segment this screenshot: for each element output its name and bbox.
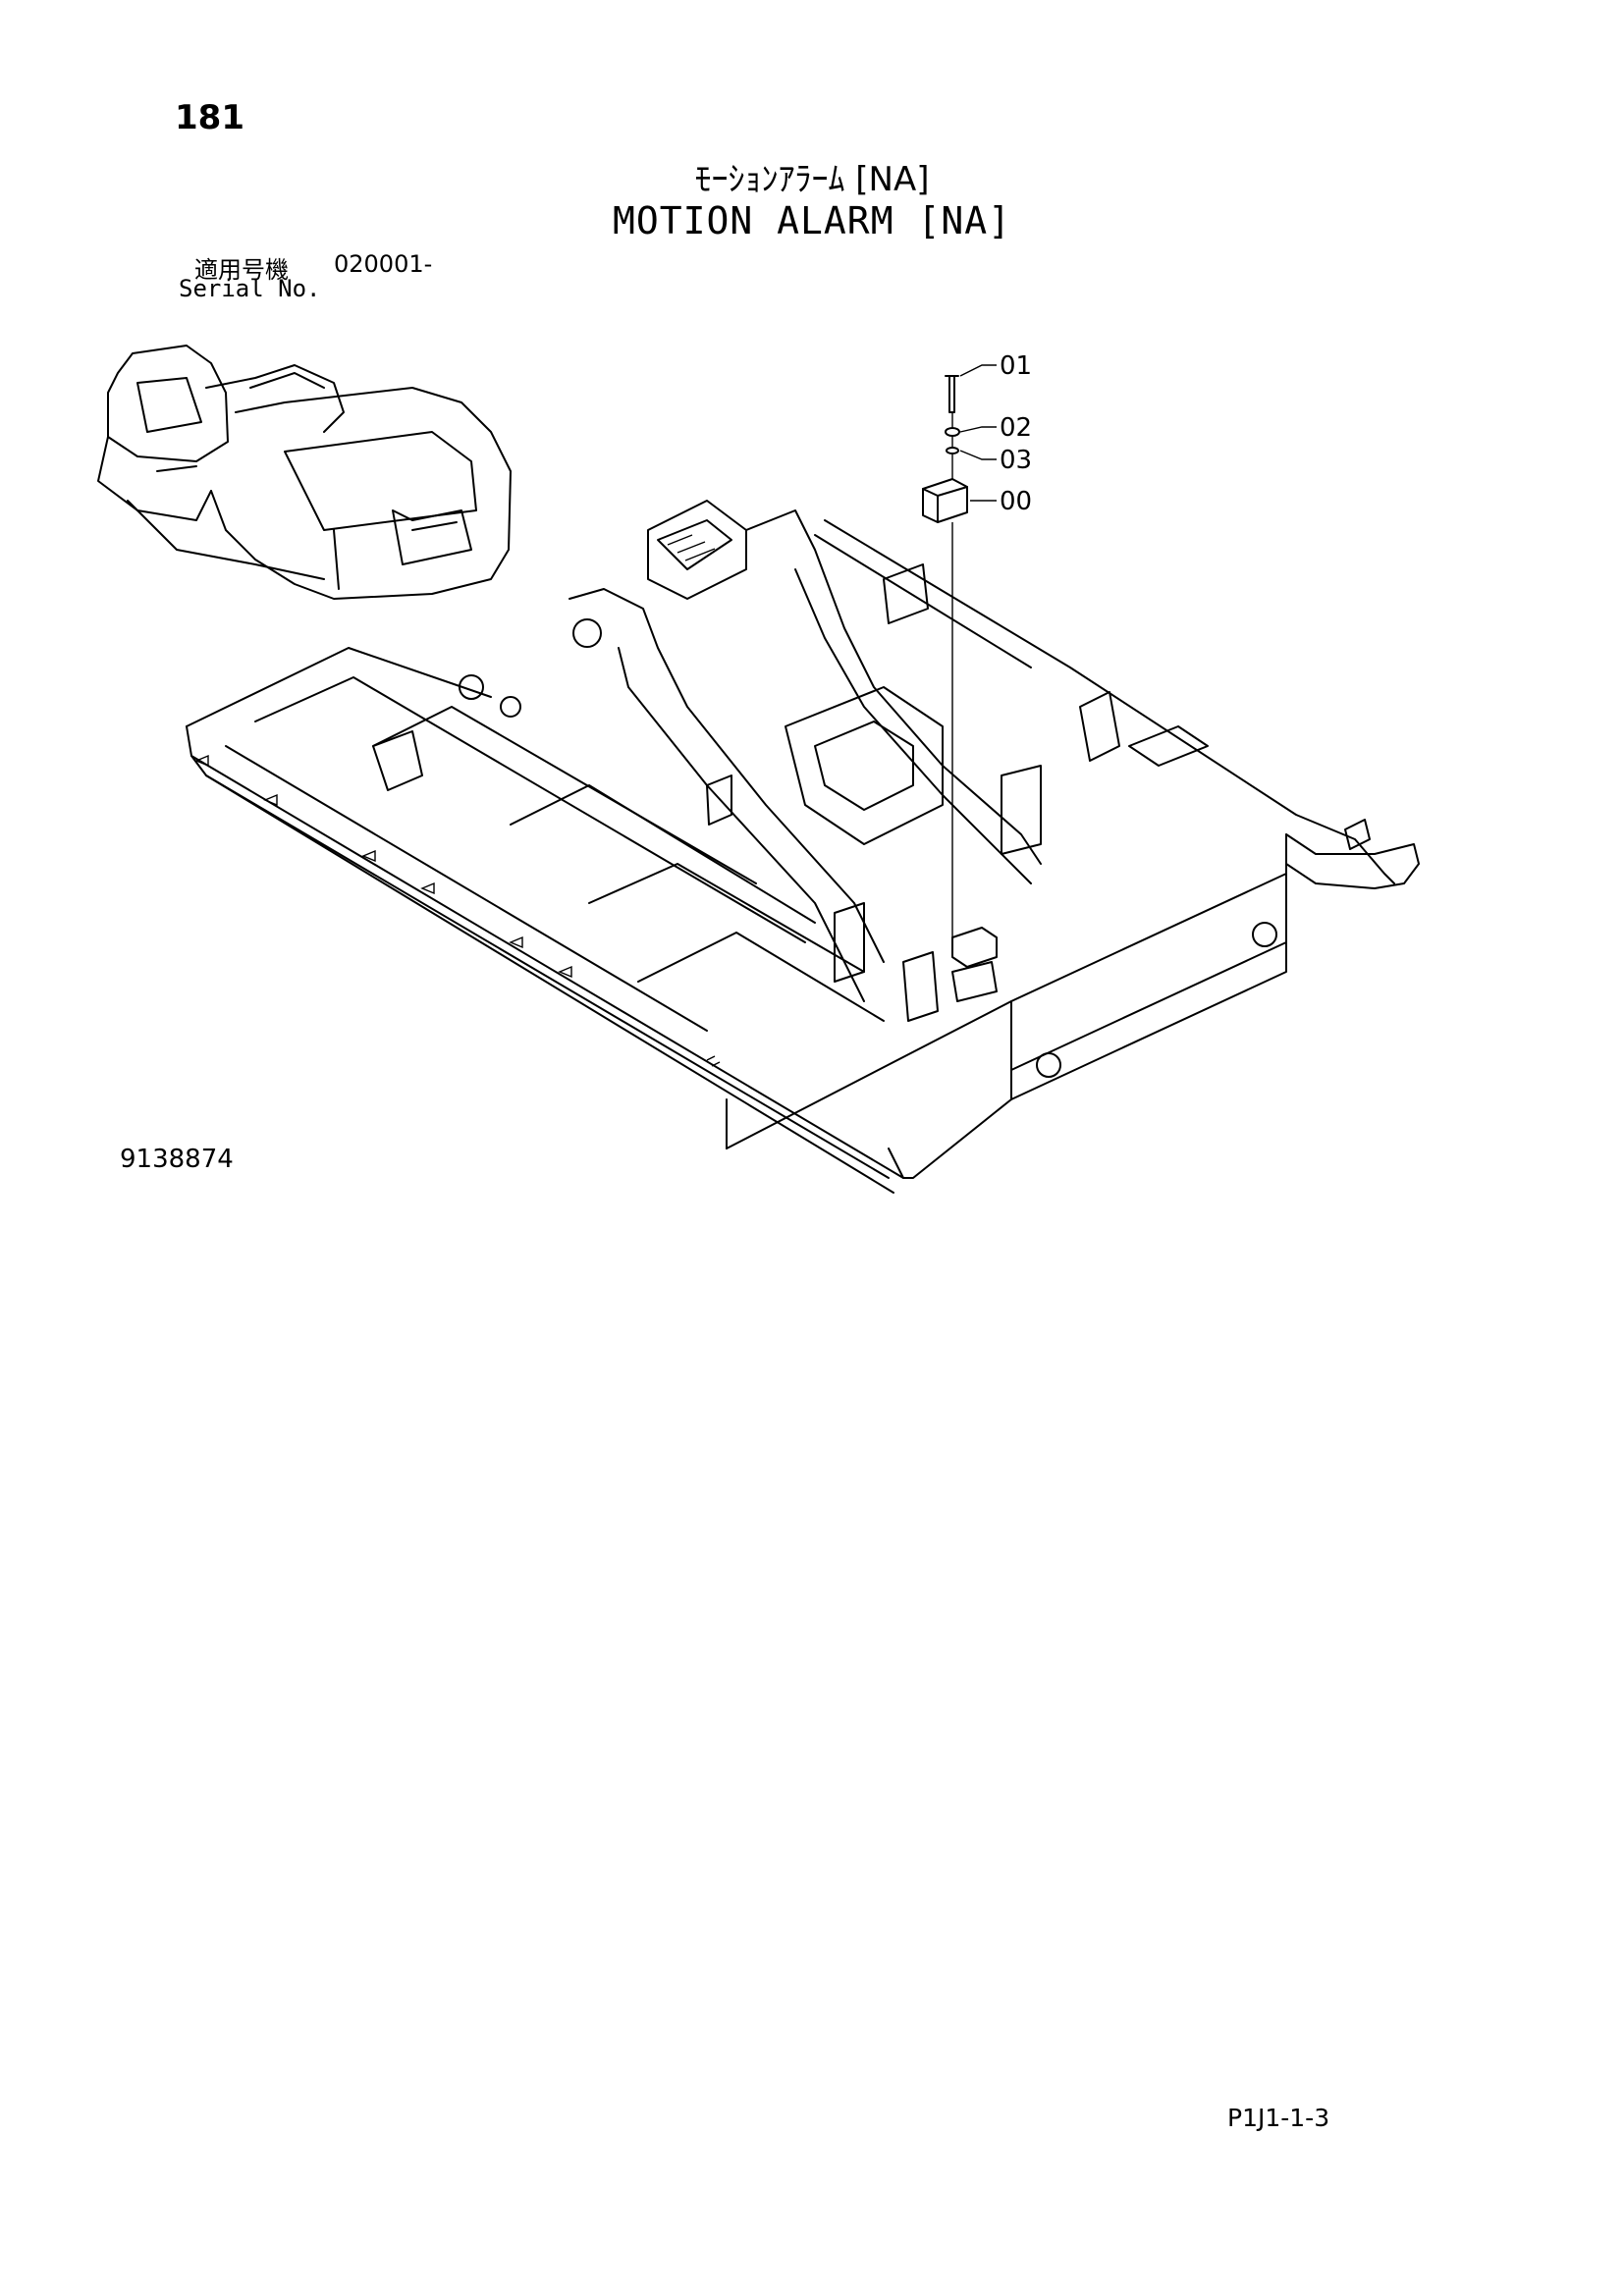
boom-foot-bracket	[459, 500, 1042, 1002]
title-japanese: ﾓｰｼｮﾝｱﾗｰﾑ [NA]	[694, 160, 930, 199]
frame-details	[194, 563, 1371, 1078]
serial-label-english: Serial No.	[179, 275, 321, 302]
serial-value: 020001-	[334, 250, 433, 278]
bolt-01	[948, 375, 955, 413]
callout-03: 03	[1000, 446, 1032, 475]
callout-leaders	[959, 364, 997, 502]
callout-02: 02	[1000, 413, 1032, 443]
figure-number: 9138874	[120, 1145, 234, 1174]
washer-03	[946, 447, 959, 454]
upperstructure-frame	[186, 519, 1420, 1194]
callout-00: 00	[1000, 487, 1032, 516]
serial-label-japanese: 適用号機	[194, 256, 289, 284]
motion-alarm-unit-00	[922, 478, 968, 523]
callout-01: 01	[1000, 351, 1032, 381]
excavator-thumbnail	[97, 345, 512, 600]
motion-alarm-parts	[922, 375, 998, 968]
installed-alarm	[951, 927, 998, 968]
title-english: MOTION ALARM [NA]	[613, 199, 1011, 242]
page-number: 181	[175, 98, 244, 137]
page-code: P1J1-1-3	[1227, 2104, 1330, 2132]
washer-02	[945, 427, 960, 437]
